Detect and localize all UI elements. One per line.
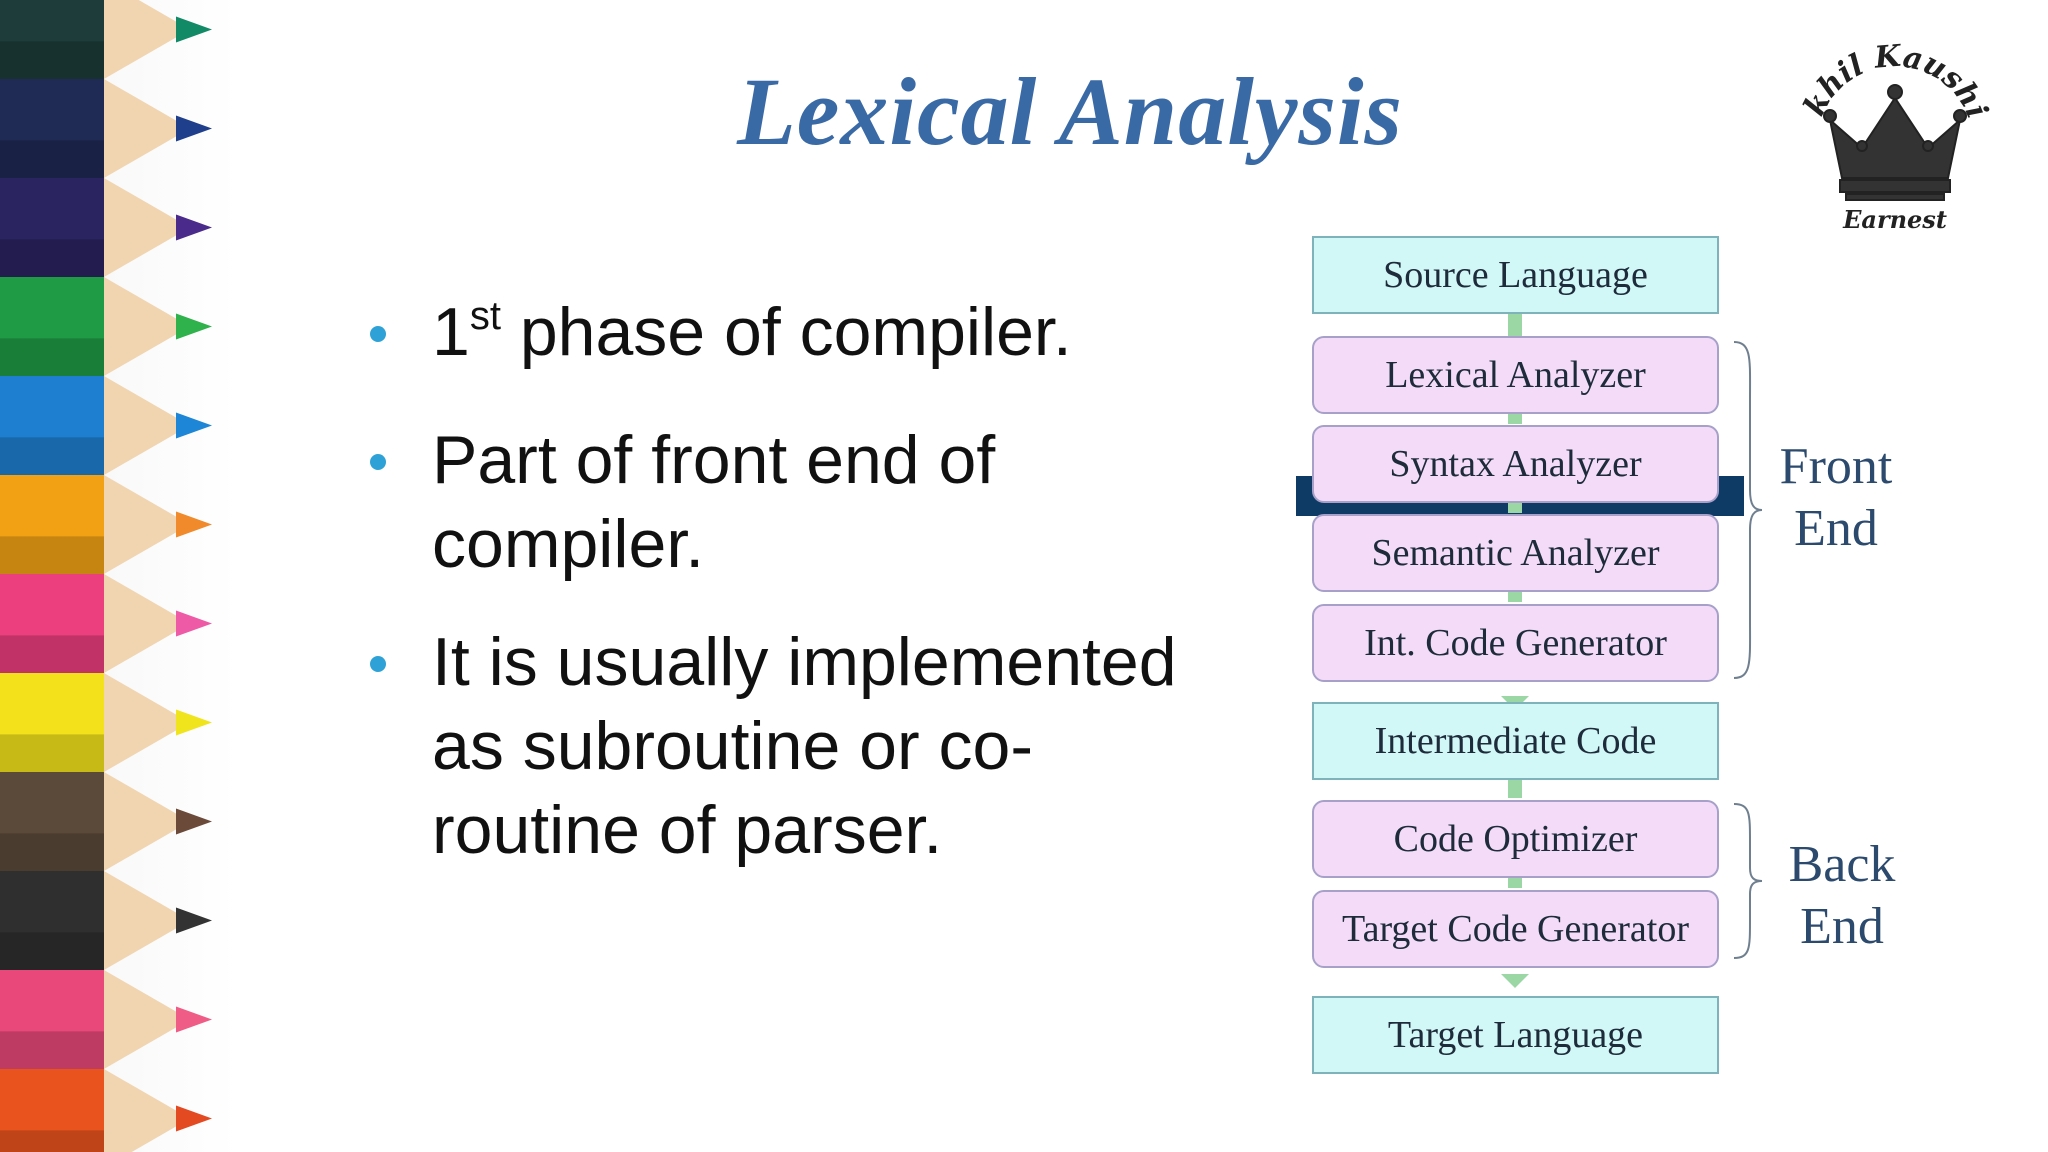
bullet-dot-icon <box>370 656 386 672</box>
bullet-item-3: It is usually implemented as subroutine … <box>370 620 1232 872</box>
bullet-1-text: phase of compiler. <box>500 294 1072 370</box>
colored-pencils-decoration <box>0 0 238 1152</box>
pencil <box>0 673 212 772</box>
pencil <box>0 0 212 79</box>
front-end-label-line-2: End <box>1794 500 1878 557</box>
bullet-item-1: 1st phase of compiler. <box>370 290 1230 384</box>
bullet-dot-icon <box>370 454 386 470</box>
pencil <box>0 1069 212 1152</box>
connector <box>1508 876 1522 888</box>
pencil <box>0 79 212 178</box>
connector <box>1508 592 1522 602</box>
bullet-list: 1st phase of compiler. Part of front end… <box>370 290 1230 906</box>
crown-icon <box>1823 84 1967 201</box>
down-arrow-icon <box>1501 974 1529 988</box>
pencil <box>0 970 212 1069</box>
connector <box>1508 414 1522 424</box>
code-optimizer-box: Code Optimizer <box>1312 800 1719 878</box>
pencil <box>0 772 212 871</box>
pencil <box>0 277 212 376</box>
bullet-dot-icon <box>370 326 386 342</box>
bullet-1-number: 1 <box>432 294 470 370</box>
akhil-kaushik-logo: Akhil Kaushik Earnest <box>1790 28 1994 234</box>
back-end-label-line-1: Back <box>1788 836 1896 893</box>
connector <box>1508 314 1522 336</box>
int-code-generator-box: Int. Code Generator <box>1312 604 1719 682</box>
pencil <box>0 178 212 277</box>
semantic-analyzer-box: Semantic Analyzer <box>1312 514 1719 592</box>
pencil <box>0 376 212 475</box>
front-end-label-line-1: Front <box>1779 438 1893 495</box>
slide-title: Lexical Analysis <box>737 58 1403 165</box>
logo-text-bottom: Earnest <box>1842 205 1947 234</box>
front-end-label: Front End <box>1766 436 1906 560</box>
intermediate-code-box: Intermediate Code <box>1312 702 1719 780</box>
bullet-3-text: It is usually implemented as subroutine … <box>432 624 1177 868</box>
bullet-item-2: Part of front end of compiler. <box>370 418 1032 586</box>
target-code-generator-box: Target Code Generator <box>1312 890 1719 968</box>
front-end-brace <box>1733 341 1763 679</box>
back-end-label-line-2: End <box>1800 898 1884 955</box>
back-end-label: Back End <box>1772 834 1912 958</box>
lexical-analyzer-box: Lexical Analyzer <box>1312 336 1719 414</box>
pencil <box>0 475 212 574</box>
connector <box>1508 503 1522 513</box>
compiler-phases-diagram: Source Language Lexical Analyzer Syntax … <box>1296 236 1936 1096</box>
back-end-brace <box>1733 803 1763 959</box>
pencil <box>0 871 212 970</box>
target-language-box: Target Language <box>1312 996 1719 1074</box>
syntax-analyzer-box: Syntax Analyzer <box>1312 425 1719 503</box>
connector <box>1508 778 1522 798</box>
pencil <box>0 574 212 673</box>
bullet-2-text: Part of front end of compiler. <box>432 422 996 582</box>
source-language-box: Source Language <box>1312 236 1719 314</box>
bullet-1-superscript: st <box>469 294 501 338</box>
